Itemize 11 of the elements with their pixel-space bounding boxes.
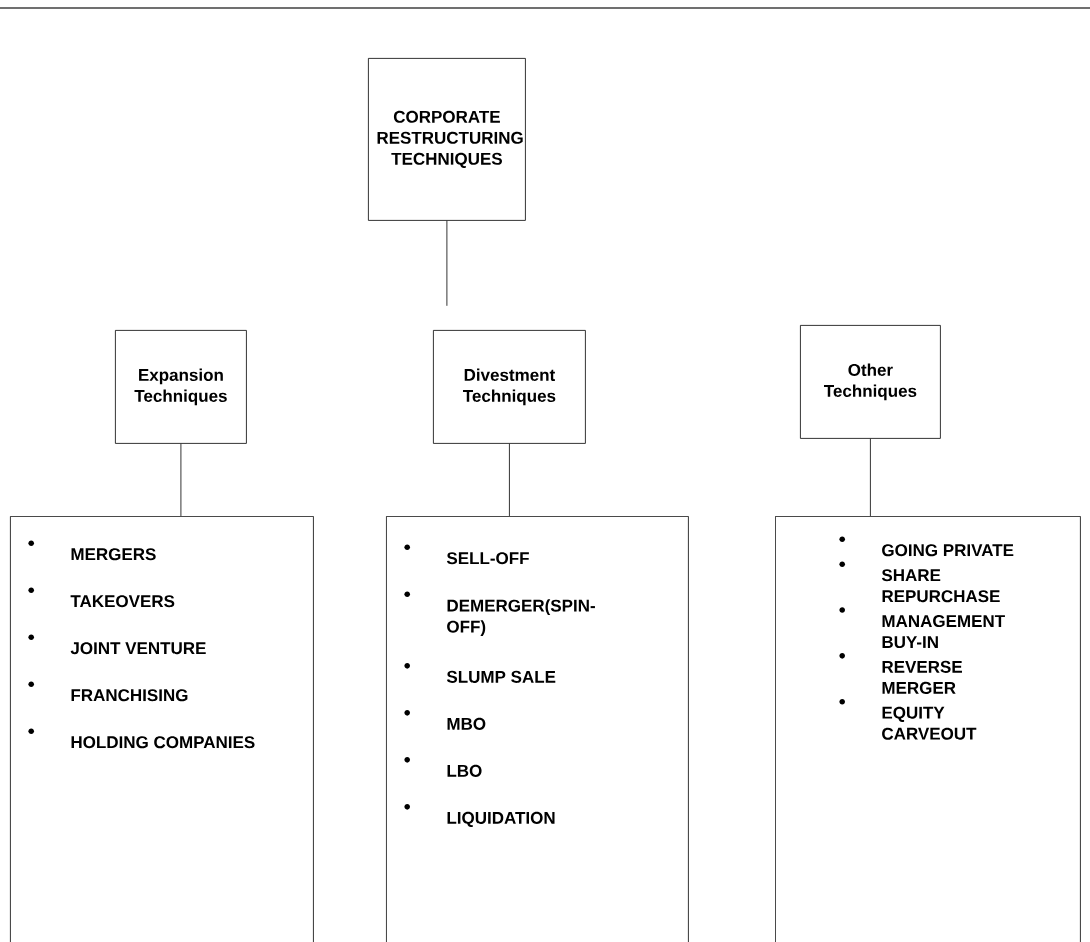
list-box: SELL-OFF DEMERGER(SPIN-OFF) SLUMP SALE MBO LBO LIQUIDATION	[386, 516, 689, 942]
connector-line	[870, 438, 871, 517]
heading-box: Other Techniques	[800, 325, 941, 439]
connector-line	[446, 220, 448, 307]
connector-line	[180, 443, 182, 517]
list-box: GOING PRIVATE SHARE REPURCHASE MANAGEMENT BUY-IN REVERSE MERGER EQUITY CARVEOUT	[775, 516, 1081, 942]
heading-box: Expansion Techniques	[115, 330, 247, 444]
connector-line	[509, 443, 510, 517]
heading-box: Divestment Techniques	[433, 330, 586, 444]
list-box: MERGERS TAKEOVERS JOINT VENTURE FRANCHISING HOLDING COMPANIES	[10, 516, 314, 942]
heading-box: CORPORATE RESTRUCTURING TECHNIQUES	[368, 58, 526, 221]
